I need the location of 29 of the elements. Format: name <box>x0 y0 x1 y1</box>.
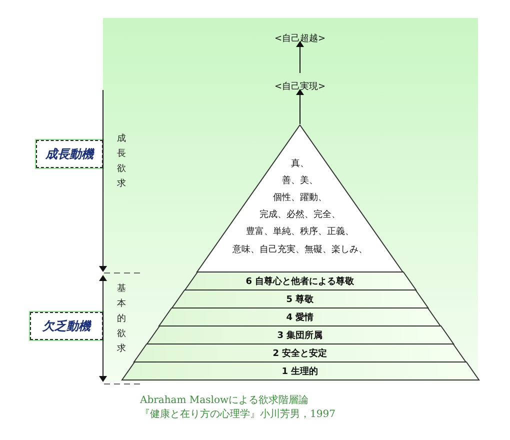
level-text: 6 自尊心と他者による尊敬 <box>246 275 354 288</box>
pyramid-level <box>146 326 454 344</box>
level-text: 2 安全と安定 <box>272 347 328 360</box>
value-text: 真、 <box>290 158 309 170</box>
vertical-label: 成長欲求 <box>117 132 127 191</box>
caption-text: 『健康と在り方の心理学』小川芳男，1997 <box>140 408 336 421</box>
pyramid-level <box>122 362 478 380</box>
pyramid-apex <box>197 125 403 272</box>
value-text: 完成、必然、完全、 <box>259 208 340 221</box>
pyramid-level <box>134 344 466 362</box>
value-text: 個性、躍動、 <box>272 192 327 204</box>
level-text: 1 生理的 <box>282 365 318 378</box>
pyramid-level <box>172 290 428 308</box>
stage-label: <自己実現> <box>274 82 326 92</box>
level-text: 3 集団所属 <box>277 330 323 342</box>
pyramid-level <box>184 272 416 290</box>
level-text: 5 尊敬 <box>286 293 314 306</box>
vertical-label: 基本的欲求 <box>117 282 127 356</box>
caption-text: Abraham Maslowによる欲求階層論 <box>140 394 309 407</box>
value-text: 善、美、 <box>282 174 318 187</box>
value-text: 豊富、単純、秩序、正義、 <box>246 226 354 238</box>
level-text: 4 愛情 <box>286 311 314 324</box>
arrow <box>296 41 304 74</box>
motive-box: 成長動機 <box>36 140 103 168</box>
value-text: 意味、自己充実、無礙、楽しみ、 <box>232 244 368 256</box>
arrow <box>296 89 304 124</box>
pyramid-level <box>159 308 441 326</box>
motive-box: 欠乏動機 <box>30 312 103 340</box>
stage-label: <自己超越> <box>274 34 326 44</box>
